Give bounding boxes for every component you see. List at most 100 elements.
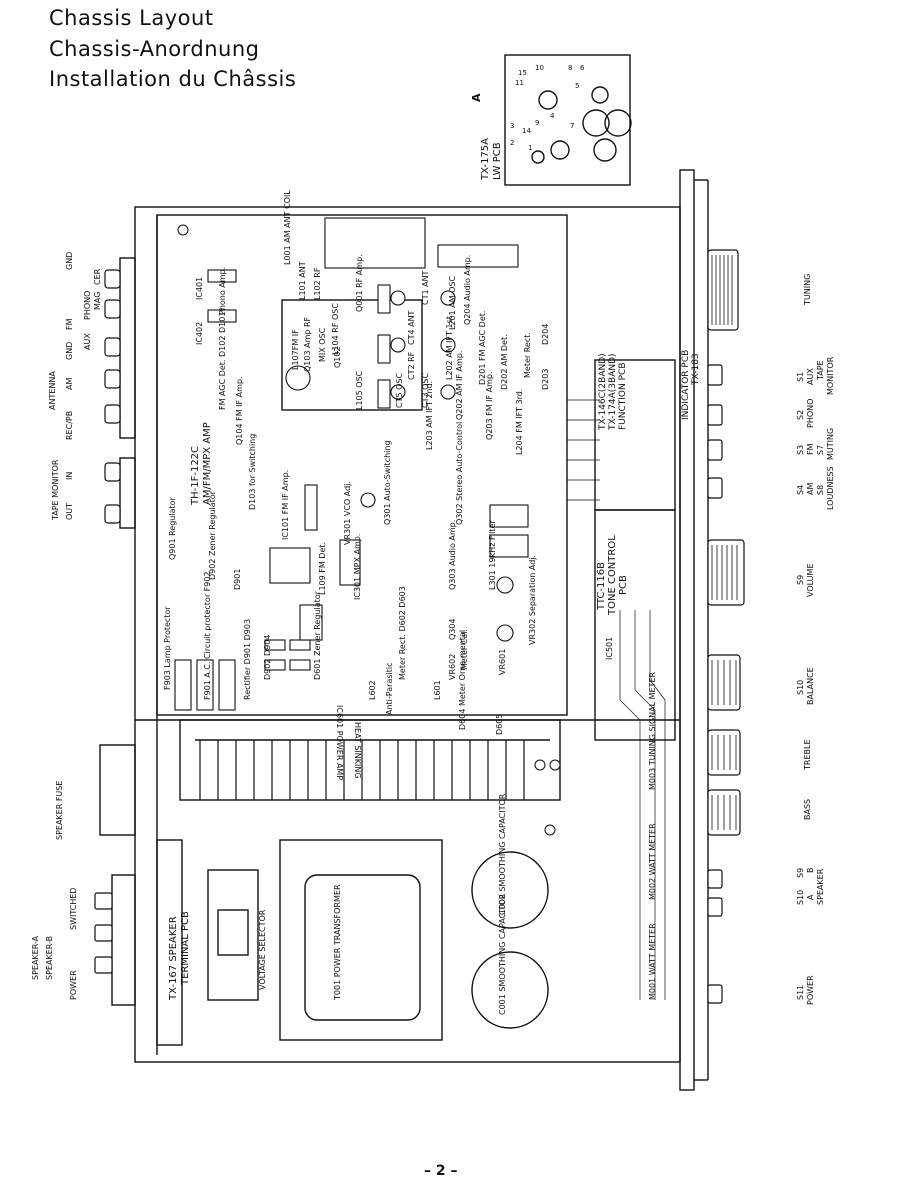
label-q102: Q102 — [333, 346, 342, 368]
front-speaker: SPEAKER — [816, 868, 825, 905]
front-am: AM — [806, 483, 815, 495]
front-s11: S11 — [796, 985, 805, 1000]
speaker-terminal-sub: TERMINAL PCB — [180, 911, 191, 986]
lw-pin-14: 14 — [522, 127, 531, 135]
tuning-knob — [707, 249, 739, 331]
title-french: Installation du Châssis — [49, 67, 297, 91]
function-pcb-3band: TX-174A(3BAND) — [608, 353, 618, 431]
rear-fm: FM — [65, 318, 74, 330]
lw-pin-9: 9 — [535, 119, 539, 127]
front-muting: MUTING — [826, 428, 835, 460]
transformer-board — [279, 839, 443, 1041]
lw-pin-6: 6 — [580, 64, 585, 72]
label-meter-rect-2: Meter Rect. D602 D603 — [398, 586, 407, 680]
label-meter-rect: Meter Rect. — [523, 332, 532, 378]
label-ic402: IC402 — [195, 322, 204, 345]
label-m001: M001 WATT METER — [648, 923, 657, 1000]
label-meter-cal: Meter Cal. — [460, 629, 469, 670]
label-q901: Q901 Regulator — [168, 496, 177, 560]
label-q303: Q303 Audio Amp. — [448, 520, 457, 590]
label-l203: L203 AM IFT 2nd. — [425, 381, 434, 450]
label-vr601: VR601 — [498, 649, 507, 675]
front-bass: BASS — [803, 799, 812, 820]
label-ct5: CT5 OSC — [395, 373, 404, 408]
label-l105: L105 OSC — [355, 370, 364, 410]
label-t001: T001 POWER TRANSFORMER — [333, 884, 342, 1001]
label-fm-agc: FM AGC Det. D102 D101 — [218, 312, 227, 410]
front-s10-speaker: S10 — [796, 890, 805, 905]
front-power: POWER — [806, 975, 815, 1005]
front-treble: TREBLE — [803, 740, 812, 772]
indicator-pcb-model: TX-183 — [691, 353, 701, 386]
lw-pin-4: 4 — [550, 112, 555, 120]
label-l202: L202 AM IFT 1st. — [445, 314, 454, 380]
label-phono-amp: Phono Amp. — [218, 267, 227, 315]
front-fm: FM — [806, 443, 815, 455]
lw-pin-5: 5 — [575, 82, 579, 90]
label-rectifier: Rectifier D901 D903 — [243, 619, 252, 700]
rear-rec-pb: REC/PB — [65, 411, 74, 440]
front-phono: PHONO — [806, 399, 815, 428]
label-q203: Q203 FM IF Amp. — [485, 371, 494, 440]
function-pcb-2band: TX-146C(2BAND) — [598, 353, 608, 431]
label-m003: M003 TUNING SIGNAL METER — [648, 671, 657, 790]
label-q301: Q301 Auto-Switching — [383, 440, 392, 525]
function-board — [594, 359, 676, 511]
label-voltage-selector: VOLTAGE SELECTOR — [258, 909, 267, 990]
rear-speaker-fuse: SPEAKER FUSE — [55, 781, 64, 840]
lw-pin-3: 3 — [510, 122, 514, 130]
label-q302: Q302 Stereo Auto-Control — [455, 422, 464, 525]
rear-am: AM — [65, 378, 74, 390]
tuner-board-name: TH-1F-122C — [190, 446, 201, 506]
label-d902-d904: D902 D904 — [263, 635, 272, 680]
tone-control-name: TTC-116B — [596, 562, 607, 611]
rear-out: OUT — [65, 503, 74, 520]
label-l301: L301 19kHz Filter — [488, 520, 497, 590]
heat-sink — [179, 719, 561, 801]
label-vr301: VR301 VCO Adj. — [343, 481, 352, 545]
front-s2: S2 — [796, 410, 805, 420]
title-english: Chassis Layout — [49, 6, 214, 30]
volume-knob — [707, 539, 745, 606]
label-q103: Q103 Amp RF — [303, 316, 312, 372]
front-s1: S1 — [796, 372, 805, 382]
label-d103: D103 for Switching — [248, 434, 257, 510]
label-heat-sinking: HEAT SINKING — [353, 722, 362, 779]
label-q202: Q202 AM IF Amp. — [455, 351, 464, 420]
label-l104: L104 RF OSC — [331, 303, 340, 355]
rear-cer: CER — [93, 268, 102, 285]
front-tuning: TUNING — [803, 274, 812, 306]
tuner-board-sub: AM/FM/MPX AMP — [202, 422, 213, 505]
label-l602: L602 — [368, 680, 377, 700]
label-d203: D203 — [541, 369, 550, 390]
label-l601: L601 — [433, 680, 442, 700]
front-s3: S3 — [796, 445, 805, 455]
front-s4: S4 — [796, 485, 805, 495]
lw-pcb-name: TX-175A — [480, 138, 491, 181]
front-monitor: MONITOR — [826, 356, 835, 395]
lw-pin-2: 2 — [510, 139, 514, 147]
label-d202: D202 AM Det. — [500, 334, 509, 390]
speaker-terminal-name: TX-167 SPEAKER — [168, 916, 179, 1001]
lw-pin-15: 15 — [518, 69, 527, 77]
label-ct1: CT1 ANT — [421, 270, 430, 305]
label-ic401: IC401 — [195, 277, 204, 300]
label-ct2: CT2 RF — [407, 351, 416, 380]
label-ic301: IC301 MPX Amp. — [353, 534, 362, 600]
rear-speaker-b: SPEAKER-B — [45, 936, 54, 980]
label-ic501: IC501 — [605, 637, 614, 660]
label-q104: Q104 FM IF Amp. — [235, 376, 244, 445]
label-d902: D902 Zener Regulator — [208, 490, 217, 580]
lw-pin-8: 8 — [568, 64, 572, 72]
label-d604: D604 Meter Orna-mental — [458, 630, 467, 730]
tuner-board — [156, 214, 568, 716]
label-vr302: VR302 Separation Adj. — [528, 555, 537, 645]
front-s8: S8 — [816, 485, 825, 495]
front-volume: VOLUME — [806, 564, 815, 598]
rear-gnd-2: GND — [65, 252, 74, 270]
rear-speaker-a: SPEAKER-A — [31, 935, 40, 980]
label-d605: D605 — [495, 714, 504, 735]
lw-pin-1: 1 — [528, 144, 532, 152]
lw-pin-11: 11 — [515, 79, 524, 87]
label-l102: L102 RF — [313, 267, 322, 300]
